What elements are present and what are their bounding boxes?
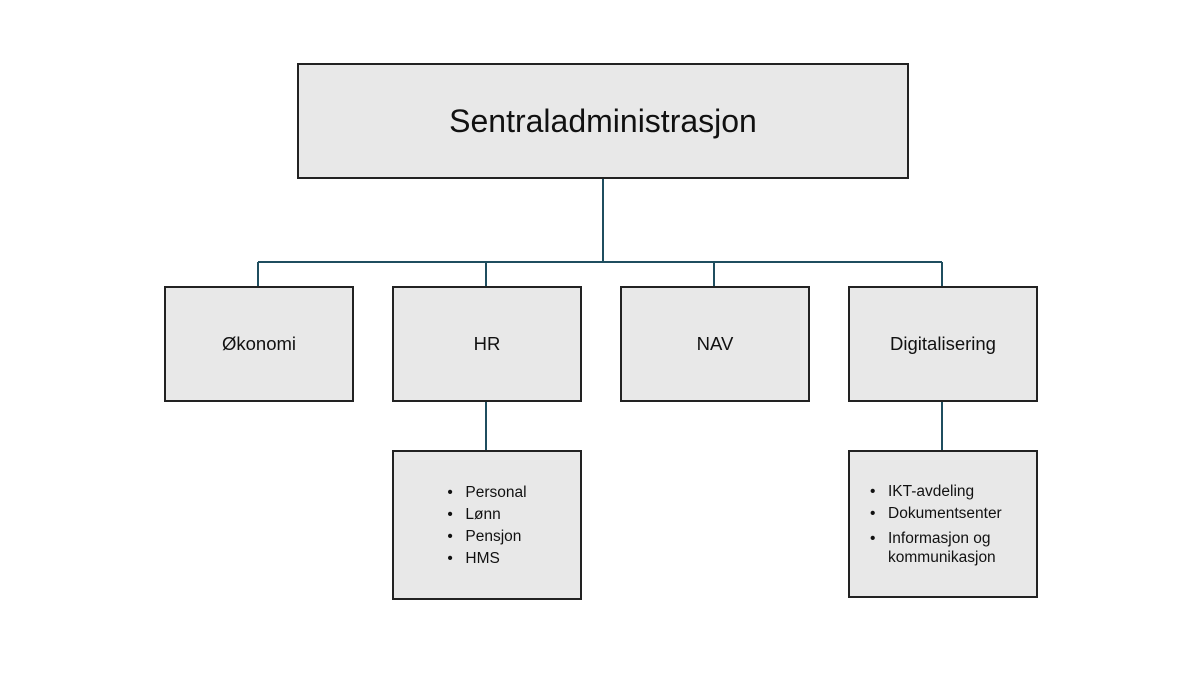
root-node-label: Sentraladministrasjon xyxy=(449,102,757,139)
dept-node-label: Økonomi xyxy=(221,333,297,354)
digitalisering-subunits-list: IKT-avdeling Dokumentsenter Informasjon … xyxy=(870,479,1020,570)
hr-subunits-box: Personal Lønn Pensjon HMS xyxy=(392,450,582,600)
list-item: HMS xyxy=(447,549,526,568)
dept-node-nav: NAV xyxy=(620,286,810,402)
root-node-sentraladministrasjon: Sentraladministrasjon xyxy=(297,63,909,179)
dept-node-okonomi: Økonomi xyxy=(164,286,354,402)
list-item: Personal xyxy=(447,483,526,502)
list-item: Lønn xyxy=(447,505,526,524)
dept-node-digitalisering: Digitalisering xyxy=(848,286,1038,402)
digitalisering-subunits-box: IKT-avdeling Dokumentsenter Informasjon … xyxy=(848,450,1038,598)
dept-node-hr: HR xyxy=(392,286,582,402)
list-item: Pensjon xyxy=(447,527,526,546)
dept-node-label: HR xyxy=(473,333,501,354)
list-item: Dokumentsenter xyxy=(870,504,1020,523)
list-item: Informasjon og kommunikasjon xyxy=(870,529,1020,567)
dept-node-label: Digitalisering xyxy=(890,333,996,354)
list-item: IKT-avdeling xyxy=(870,482,1020,501)
hr-subunits-list: Personal Lønn Pensjon HMS xyxy=(447,480,526,571)
dept-node-label: NAV xyxy=(696,333,734,354)
